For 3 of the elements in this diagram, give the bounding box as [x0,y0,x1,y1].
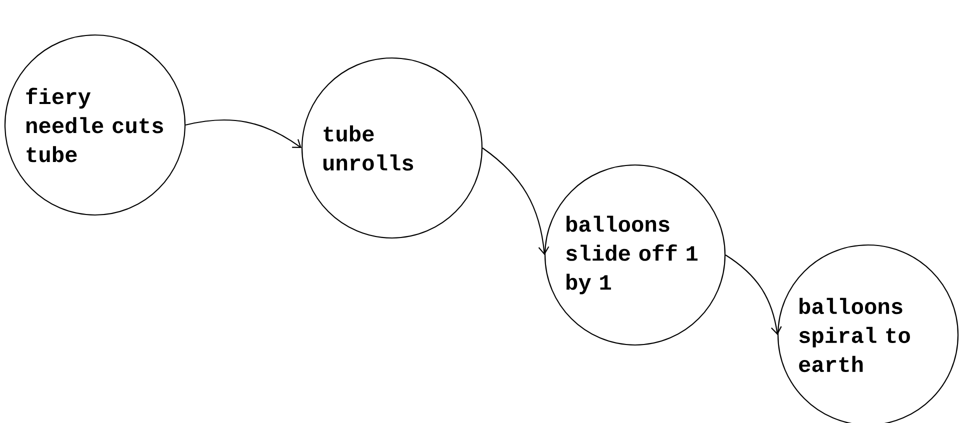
arrow [725,254,782,335]
arrow [482,148,550,255]
arrow [185,119,302,148]
